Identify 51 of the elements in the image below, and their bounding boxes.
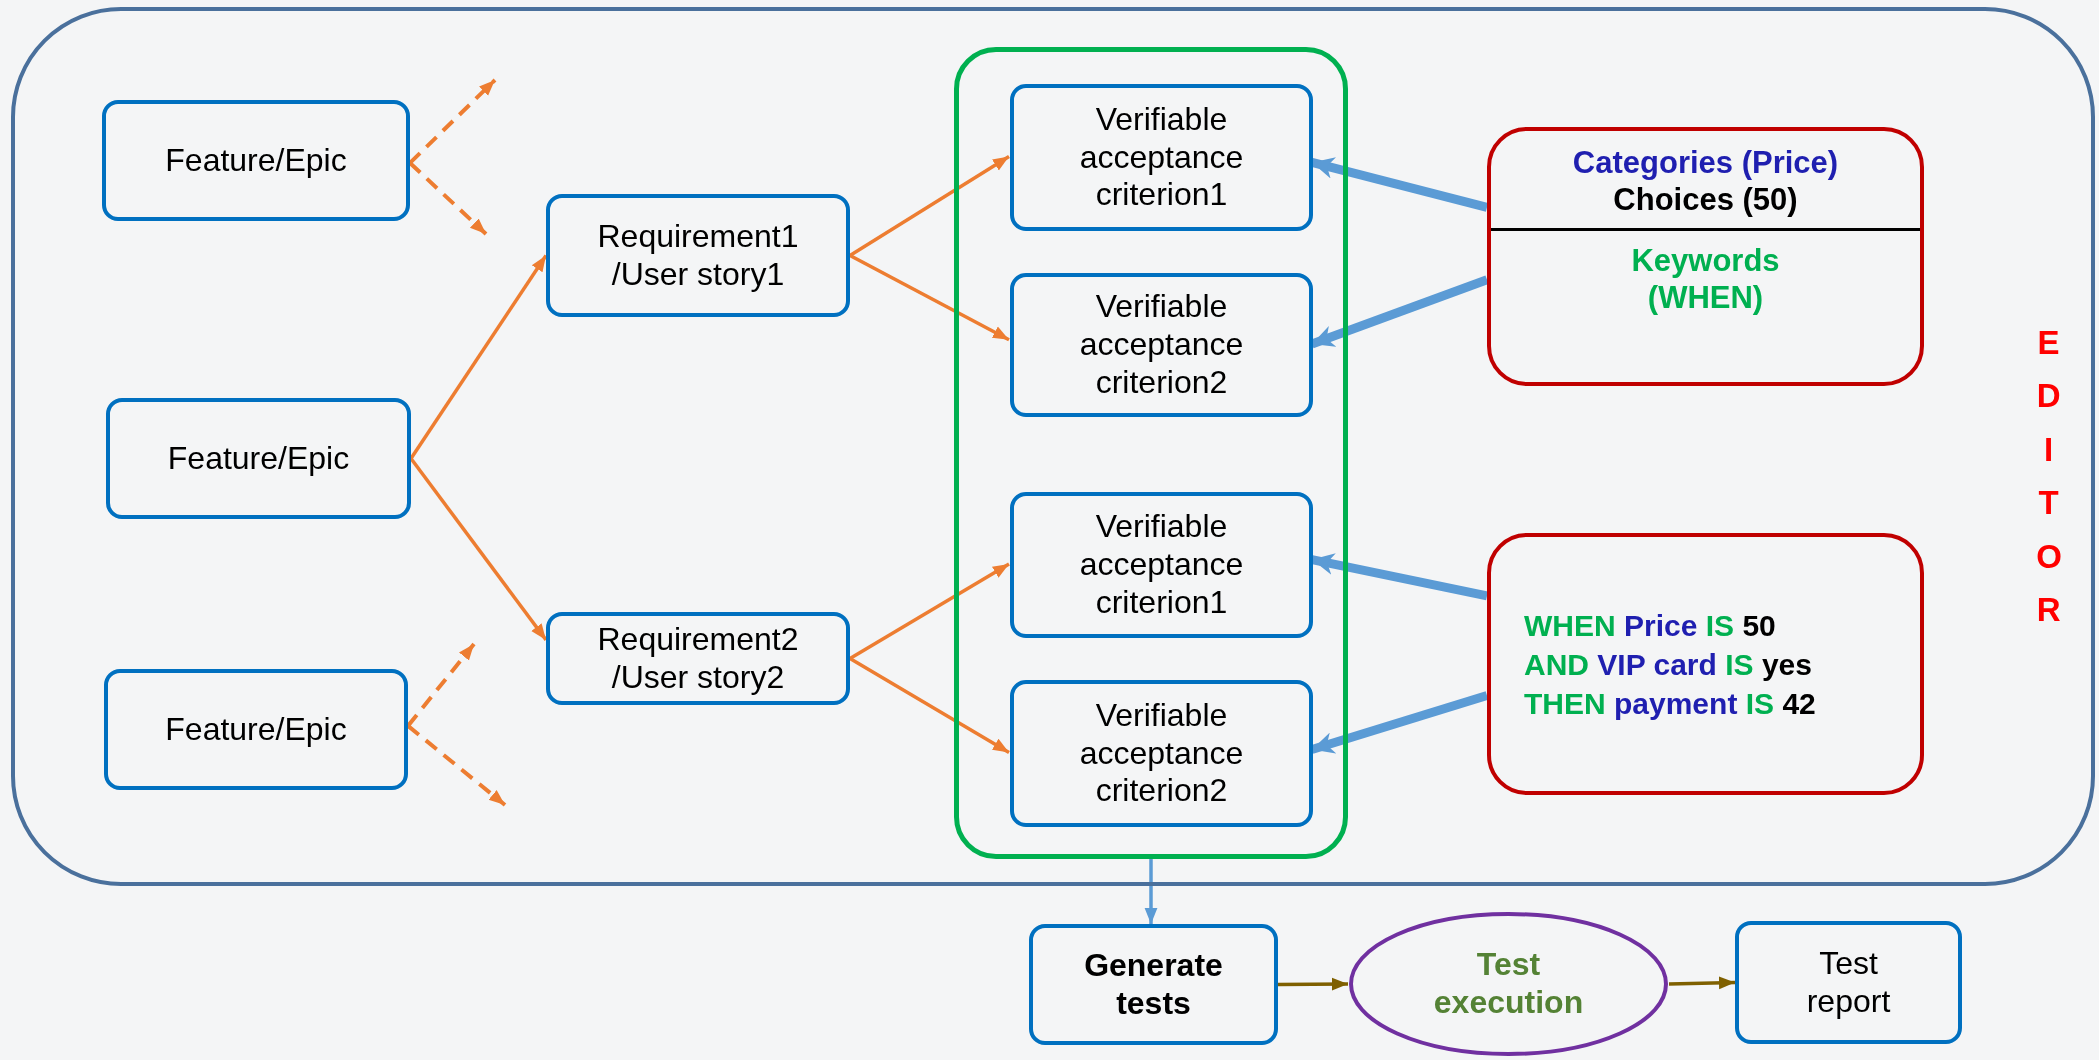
box-label: Feature/Epic	[167, 439, 350, 478]
arrow	[1668, 976, 1736, 990]
rule-card	[1487, 127, 1924, 386]
arrow	[849, 657, 1010, 754]
box-label: Requirement1 /User story1	[596, 217, 800, 294]
box-label: Verifiable acceptance criterion2	[1078, 288, 1245, 402]
dashed-arrow	[408, 161, 488, 236]
dashed-arrow	[406, 724, 507, 807]
process-box	[106, 398, 411, 519]
box-label: Verifiable acceptance criterion2	[1078, 696, 1245, 811]
process-box	[1010, 84, 1313, 231]
box-label: Verifiable acceptance criterion1	[1078, 100, 1245, 215]
editor-panel	[11, 7, 2095, 886]
block-arrow	[1310, 157, 1489, 212]
arrow	[849, 155, 1010, 257]
category-text: Choices (50)	[1613, 181, 1798, 219]
block-arrow	[1311, 553, 1488, 601]
arrow	[409, 457, 548, 641]
rule-line: AND VIP card IS yes	[1524, 646, 1812, 683]
group-frame	[954, 47, 1348, 859]
process-box	[1029, 924, 1278, 1045]
box-label: Verifiable acceptance criterion1	[1078, 508, 1245, 622]
arrow	[1278, 977, 1348, 991]
dashed-arrow	[406, 642, 476, 728]
process-box	[546, 612, 850, 705]
arrow	[409, 254, 548, 460]
vertical-title: EDITOR	[2036, 323, 2061, 631]
keyword-text: Keywords (WHEN)	[1630, 243, 1781, 317]
box-label: Test report	[1805, 944, 1892, 1021]
rule-card	[1487, 533, 1924, 795]
arrow	[849, 562, 1010, 660]
process-box	[1010, 492, 1313, 638]
process-box	[102, 100, 410, 221]
process-box	[1010, 680, 1313, 827]
process-box	[104, 669, 408, 790]
arrow	[849, 253, 1010, 342]
box-label: Generate tests	[1083, 946, 1224, 1023]
process-box	[1735, 921, 1962, 1044]
arrow	[1144, 859, 1158, 924]
category-text: Categories (Price)	[1572, 145, 1839, 182]
process-box	[1010, 273, 1313, 417]
block-arrow	[1310, 275, 1489, 349]
rule-line: WHEN Price IS 50	[1524, 607, 1776, 644]
box-label: Requirement2 /User story2	[596, 620, 800, 697]
rule-line: THEN payment IS 42	[1524, 685, 1816, 722]
box-label: Feature/Epic	[165, 141, 347, 180]
dashed-arrow	[408, 78, 497, 165]
box-label: Test execution	[1432, 946, 1585, 1022]
process-box	[546, 194, 850, 317]
block-arrow	[1310, 691, 1489, 754]
box-label: Feature/Epic	[165, 710, 347, 749]
